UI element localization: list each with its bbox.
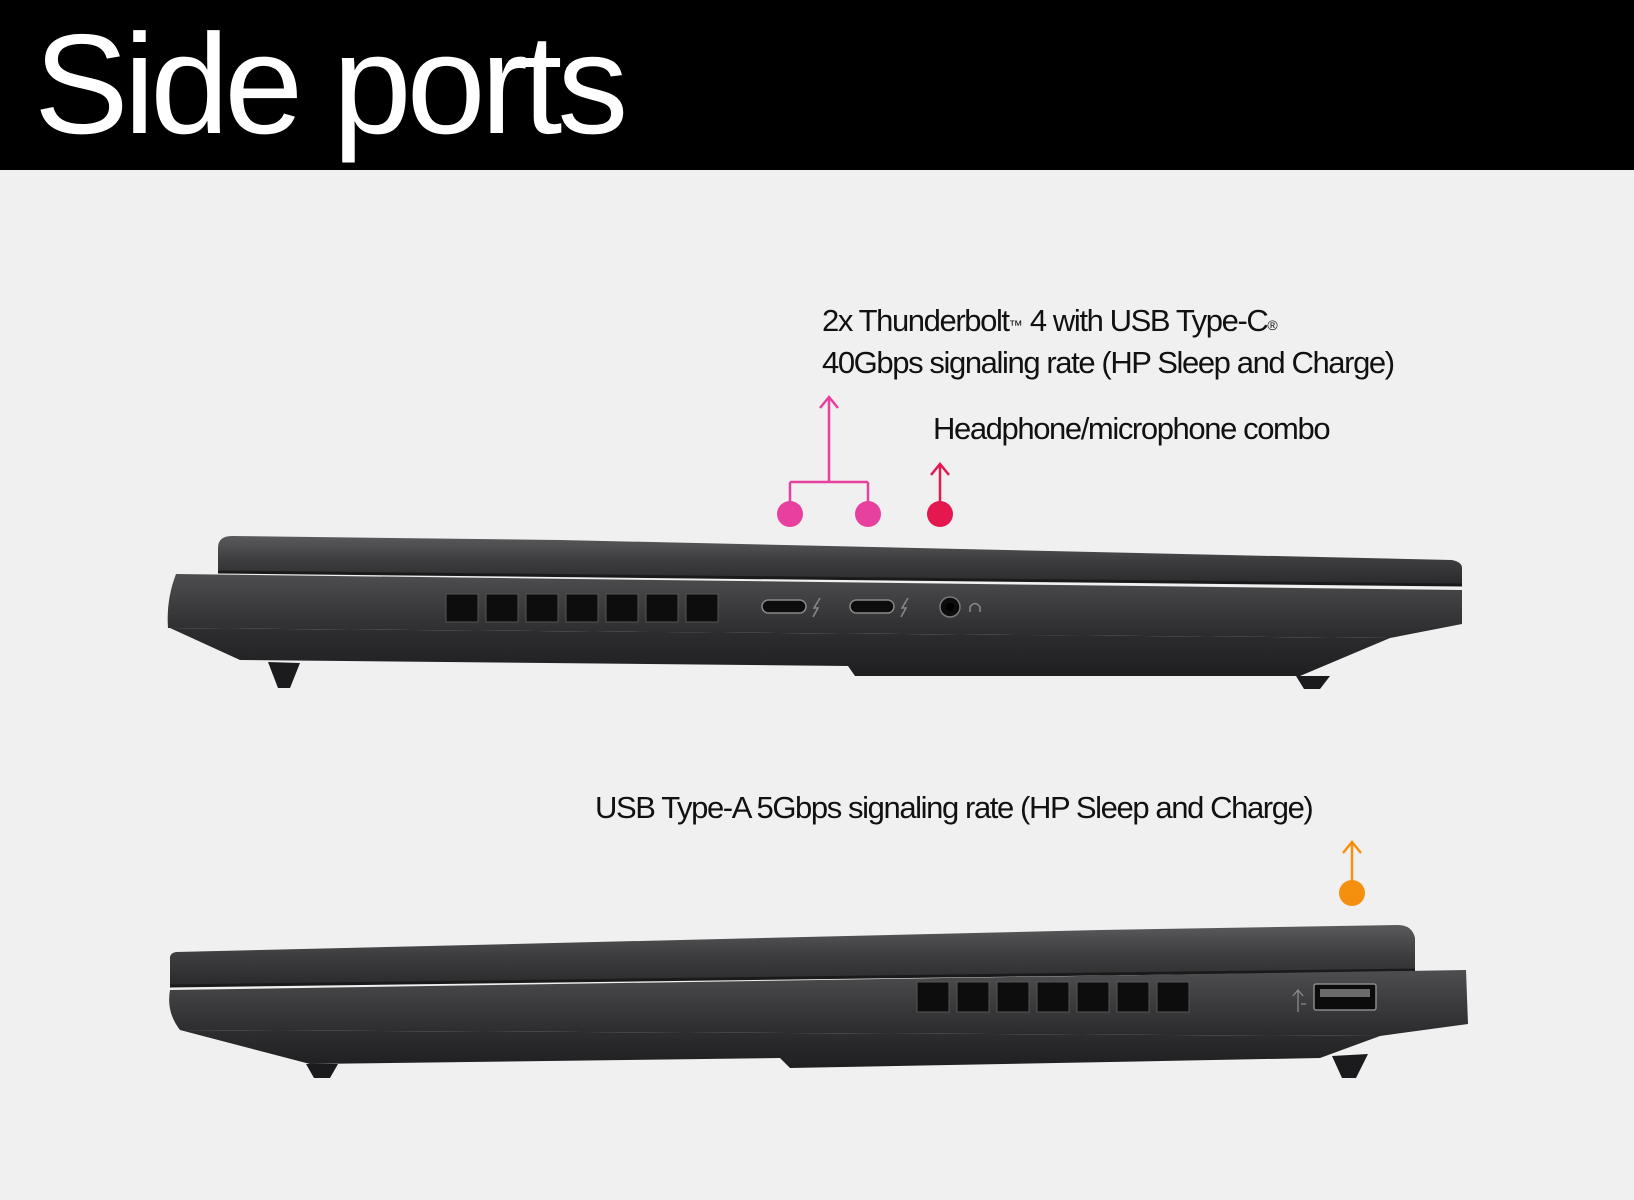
thunderbolt-marker-2 <box>855 501 881 527</box>
usb-a-port <box>1292 983 1377 1012</box>
thunderbolt-label: 2x Thunderbolt™ 4 with USB Type-C® 40Gbp… <box>822 300 1395 384</box>
laptop-lid <box>218 536 1462 585</box>
usb-a-label: USB Type-A 5Gbps signaling rate (HP Slee… <box>595 790 1314 825</box>
thunderbolt-port-2 <box>849 597 909 618</box>
headphone-marker <box>927 501 953 527</box>
headphone-jack <box>939 596 981 618</box>
laptop-right-side <box>169 925 1469 1078</box>
usb-a-marker <box>1339 880 1365 906</box>
thunderbolt-label-line-1: 2x Thunderbolt™ 4 with USB Type-C® <box>822 300 1394 342</box>
laptop-foot-back <box>1332 1054 1368 1078</box>
trademark-symbol: ™ <box>1008 317 1023 333</box>
laptop-left-side <box>167 536 1463 689</box>
laptop-base <box>180 1030 1380 1068</box>
thunderbolt-port-1 <box>761 597 821 618</box>
usb-a-callout-connector <box>1342 840 1362 880</box>
thunderbolt-label-line-2: 40Gbps signaling rate (HP Sleep and Char… <box>822 345 1395 380</box>
thunderbolt-spec: 4 with USB Type-C <box>1022 303 1269 338</box>
laptop-foot-back <box>1296 676 1330 689</box>
thunderbolt-icon <box>900 597 909 618</box>
usb-icon <box>1292 988 1306 1012</box>
vent-grille-left <box>445 593 719 623</box>
thunderbolt-icon <box>812 597 821 618</box>
laptop-foot-front <box>268 662 300 688</box>
laptop-foot-front <box>306 1064 338 1078</box>
vent-grille-right <box>916 981 1190 1013</box>
headphone-label: Headphone/microphone combo <box>933 411 1331 446</box>
thunderbolt-name: 2x Thunderbolt <box>822 303 1010 338</box>
headphone-icon <box>969 602 981 612</box>
thunderbolt-marker-1 <box>777 501 803 527</box>
laptop-lid <box>170 925 1415 986</box>
laptop-base <box>170 628 1390 676</box>
thunderbolt-callout-connector <box>788 395 870 505</box>
header-bar: Side ports <box>0 0 1634 170</box>
headphone-callout-connector <box>930 462 950 505</box>
registered-symbol: ® <box>1267 317 1278 333</box>
page-title: Side ports <box>34 5 628 164</box>
